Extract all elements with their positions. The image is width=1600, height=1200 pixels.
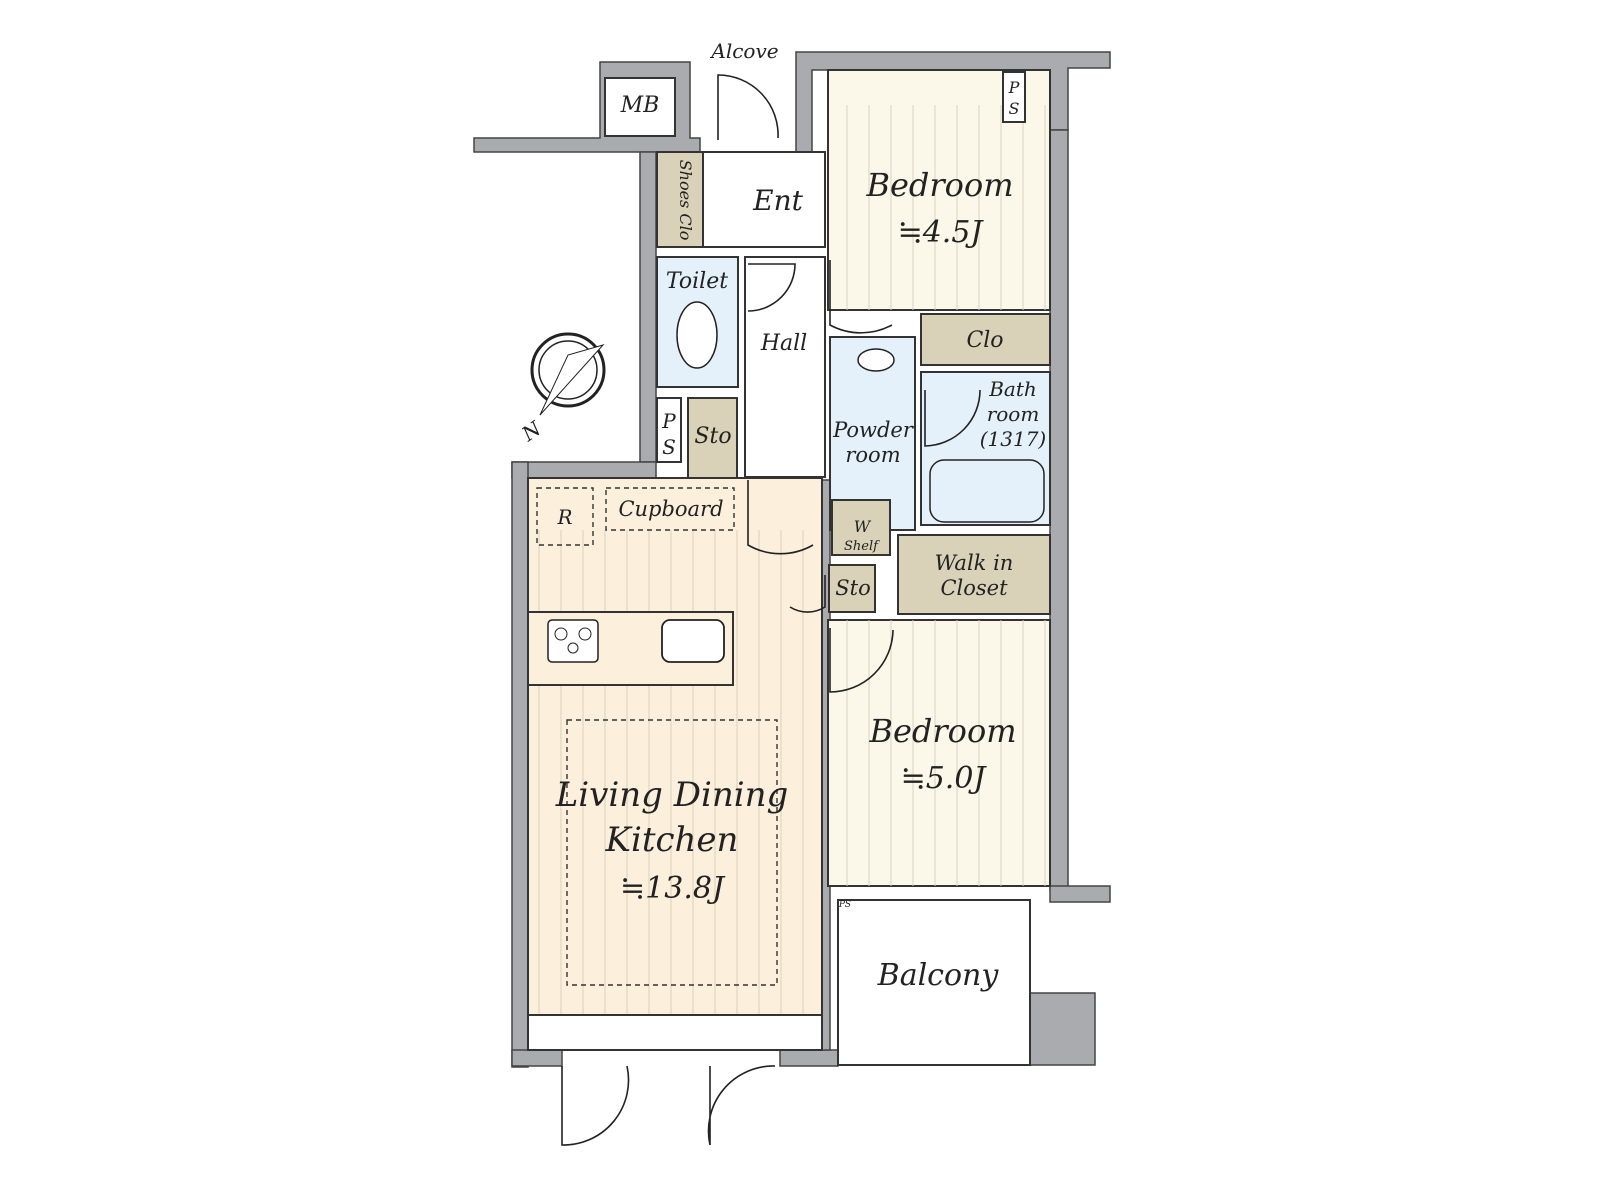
- wic-label-2: Closet: [940, 576, 1008, 600]
- hall-label: Hall: [760, 331, 807, 356]
- washbasin-icon: [857, 348, 895, 372]
- toilet-label: Toilet: [666, 269, 728, 294]
- exterior-walls: [473, 51, 1111, 1068]
- storage-left-label: Sto: [694, 424, 731, 449]
- north-label: N: [517, 415, 547, 446]
- bath-label-3: (1317): [980, 427, 1047, 451]
- shelf-label: Shelf: [844, 539, 880, 554]
- bedroom-1-stripes: [828, 105, 1050, 310]
- room-balcony: [837, 899, 1031, 1066]
- bedroom-2-size: ≒5.0J: [901, 761, 988, 796]
- powder-label-2: room: [845, 443, 900, 467]
- cupboard-label: Cupboard: [618, 497, 723, 521]
- dining-area: [566, 719, 778, 986]
- ldk-floor-stripes: [528, 530, 822, 1015]
- ps-left-s: S: [662, 435, 676, 459]
- ps-top-s: S: [1009, 99, 1020, 118]
- stove-icon: [547, 619, 599, 663]
- ldk-size: ≒13.8J: [620, 871, 726, 906]
- ldk-label-1: Living Dining: [555, 775, 789, 815]
- ldk-label-2: Kitchen: [605, 820, 739, 860]
- doors: [561, 74, 981, 1146]
- bathtub-icon: [929, 459, 1045, 523]
- room-closet: [920, 313, 1051, 366]
- bedroom-1-size: ≒4.5J: [898, 215, 985, 250]
- room-ps-top: [1002, 71, 1026, 123]
- wic-label-1: Walk in: [935, 551, 1014, 575]
- toilet-icon: [676, 301, 718, 369]
- bedroom-2-label: Bedroom: [868, 712, 1016, 750]
- cupboard: [605, 487, 735, 531]
- compass-icon: [530, 332, 606, 416]
- room-mb: [604, 77, 676, 137]
- room-entrance: [702, 151, 826, 248]
- room-storage-mid: [828, 564, 876, 613]
- bath-label-1: Bath: [988, 377, 1037, 401]
- alcove-label: Alcove: [709, 39, 778, 63]
- mb-label: MB: [620, 93, 660, 118]
- sink-icon: [661, 619, 725, 663]
- room-storage-left: [687, 397, 738, 479]
- closet-label: Clo: [966, 328, 1003, 353]
- room-ps-left: [656, 397, 682, 463]
- room-walk-in-closet: [897, 534, 1051, 615]
- refrigerator-label: R: [556, 505, 572, 529]
- bedroom-2-stripes: [828, 620, 1050, 886]
- room-hall: [744, 256, 826, 478]
- entrance-label: Ent: [752, 184, 803, 217]
- refrigerator-space: [536, 487, 594, 546]
- powder-label-1: Powder: [832, 418, 915, 442]
- room-shelf: [831, 499, 891, 556]
- ps-left-p: P: [661, 409, 676, 433]
- room-shoes-closet: [656, 151, 704, 248]
- storage-mid-label: Sto: [835, 576, 870, 600]
- balcony-label: Balcony: [877, 958, 1000, 993]
- bedroom-1-label: Bedroom: [865, 166, 1013, 204]
- ldk-window-sill: [527, 1014, 823, 1051]
- bath-label-2: room: [987, 402, 1040, 426]
- shoes-closet-label: Shoes Clo: [676, 160, 695, 241]
- ps-top-p: P: [1008, 78, 1020, 97]
- ps-small-label: PS: [838, 900, 851, 910]
- washer-label: W: [854, 517, 872, 536]
